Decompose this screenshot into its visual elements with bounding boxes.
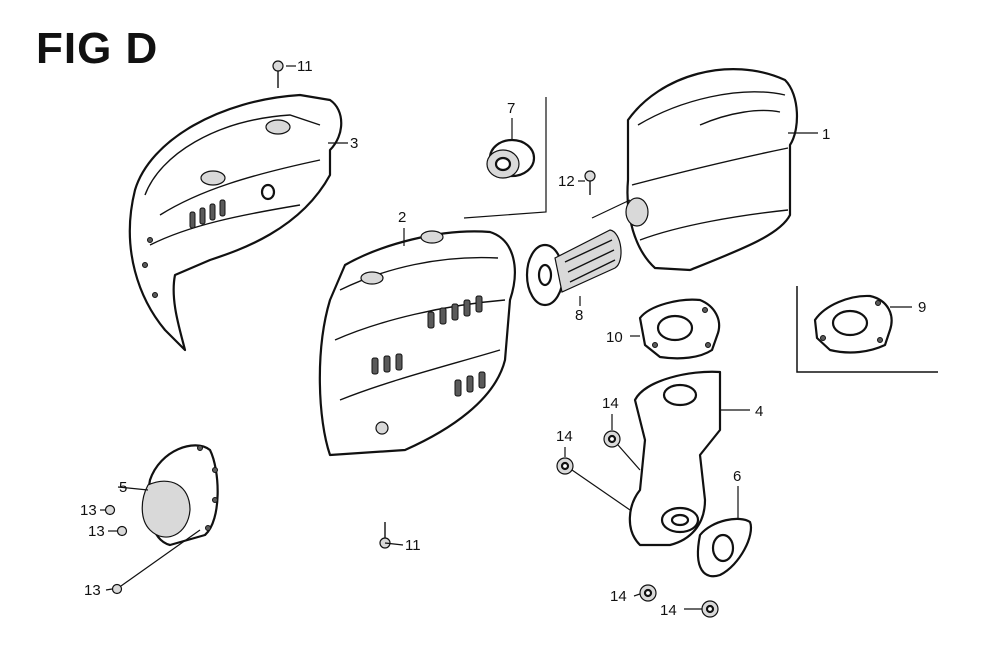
nut-14-a [556, 457, 574, 475]
callout-8: 8 [575, 307, 583, 324]
figure-title: FIG D [36, 24, 159, 73]
callout-13-b: 13 [88, 523, 105, 540]
part-6-exhaust-gasket [696, 517, 753, 578]
callout-14-b: 14 [602, 395, 619, 412]
callout-9: 9 [918, 299, 926, 316]
screw-13-a [104, 504, 116, 516]
callout-3: 3 [350, 135, 358, 152]
leader-lines [100, 65, 912, 610]
part-2-heat-shield [318, 230, 516, 457]
callout-11-bottom: 11 [405, 537, 421, 554]
callout-14-c: 14 [610, 588, 627, 605]
nut-14-b [603, 430, 621, 448]
callout-4: 4 [755, 403, 763, 420]
part-2-vent-slots [371, 295, 486, 397]
part-7-collar [486, 138, 536, 179]
assembly-line-8 [591, 199, 631, 219]
callout-5: 5 [119, 479, 127, 496]
callout-10: 10 [606, 329, 623, 346]
part-8-spark-arrestor [525, 229, 622, 307]
screw-13-b [116, 525, 128, 537]
part-5-end-cap [141, 444, 219, 547]
part-4-exhaust-elbow [628, 370, 722, 547]
callout-14-d: 14 [660, 602, 677, 619]
callout-13-c: 13 [84, 582, 101, 599]
nut-14-d [701, 600, 719, 618]
callout-1: 1 [822, 126, 830, 143]
part-9-gasket [813, 294, 893, 354]
part-1-muffler [625, 68, 799, 272]
callout-12: 12 [558, 173, 575, 190]
screw-11-bottom [379, 522, 391, 549]
callout-2: 2 [398, 209, 406, 226]
callout-13-a: 13 [80, 502, 97, 519]
callout-6: 6 [733, 468, 741, 485]
part-10-gasket-plate [638, 298, 721, 360]
callout-7: 7 [507, 100, 515, 117]
part-9-frame [796, 286, 938, 373]
part-3-vent-slots [189, 199, 226, 229]
callout-14-a: 14 [556, 428, 573, 445]
screw-12 [584, 170, 596, 195]
part-3-upper-shield [128, 93, 343, 352]
screw-13-c [111, 583, 123, 595]
callout-11-top: 11 [297, 58, 313, 75]
nut-14-c [639, 584, 657, 602]
assembly-line-7 [463, 97, 547, 219]
screw-11-top [272, 60, 284, 88]
